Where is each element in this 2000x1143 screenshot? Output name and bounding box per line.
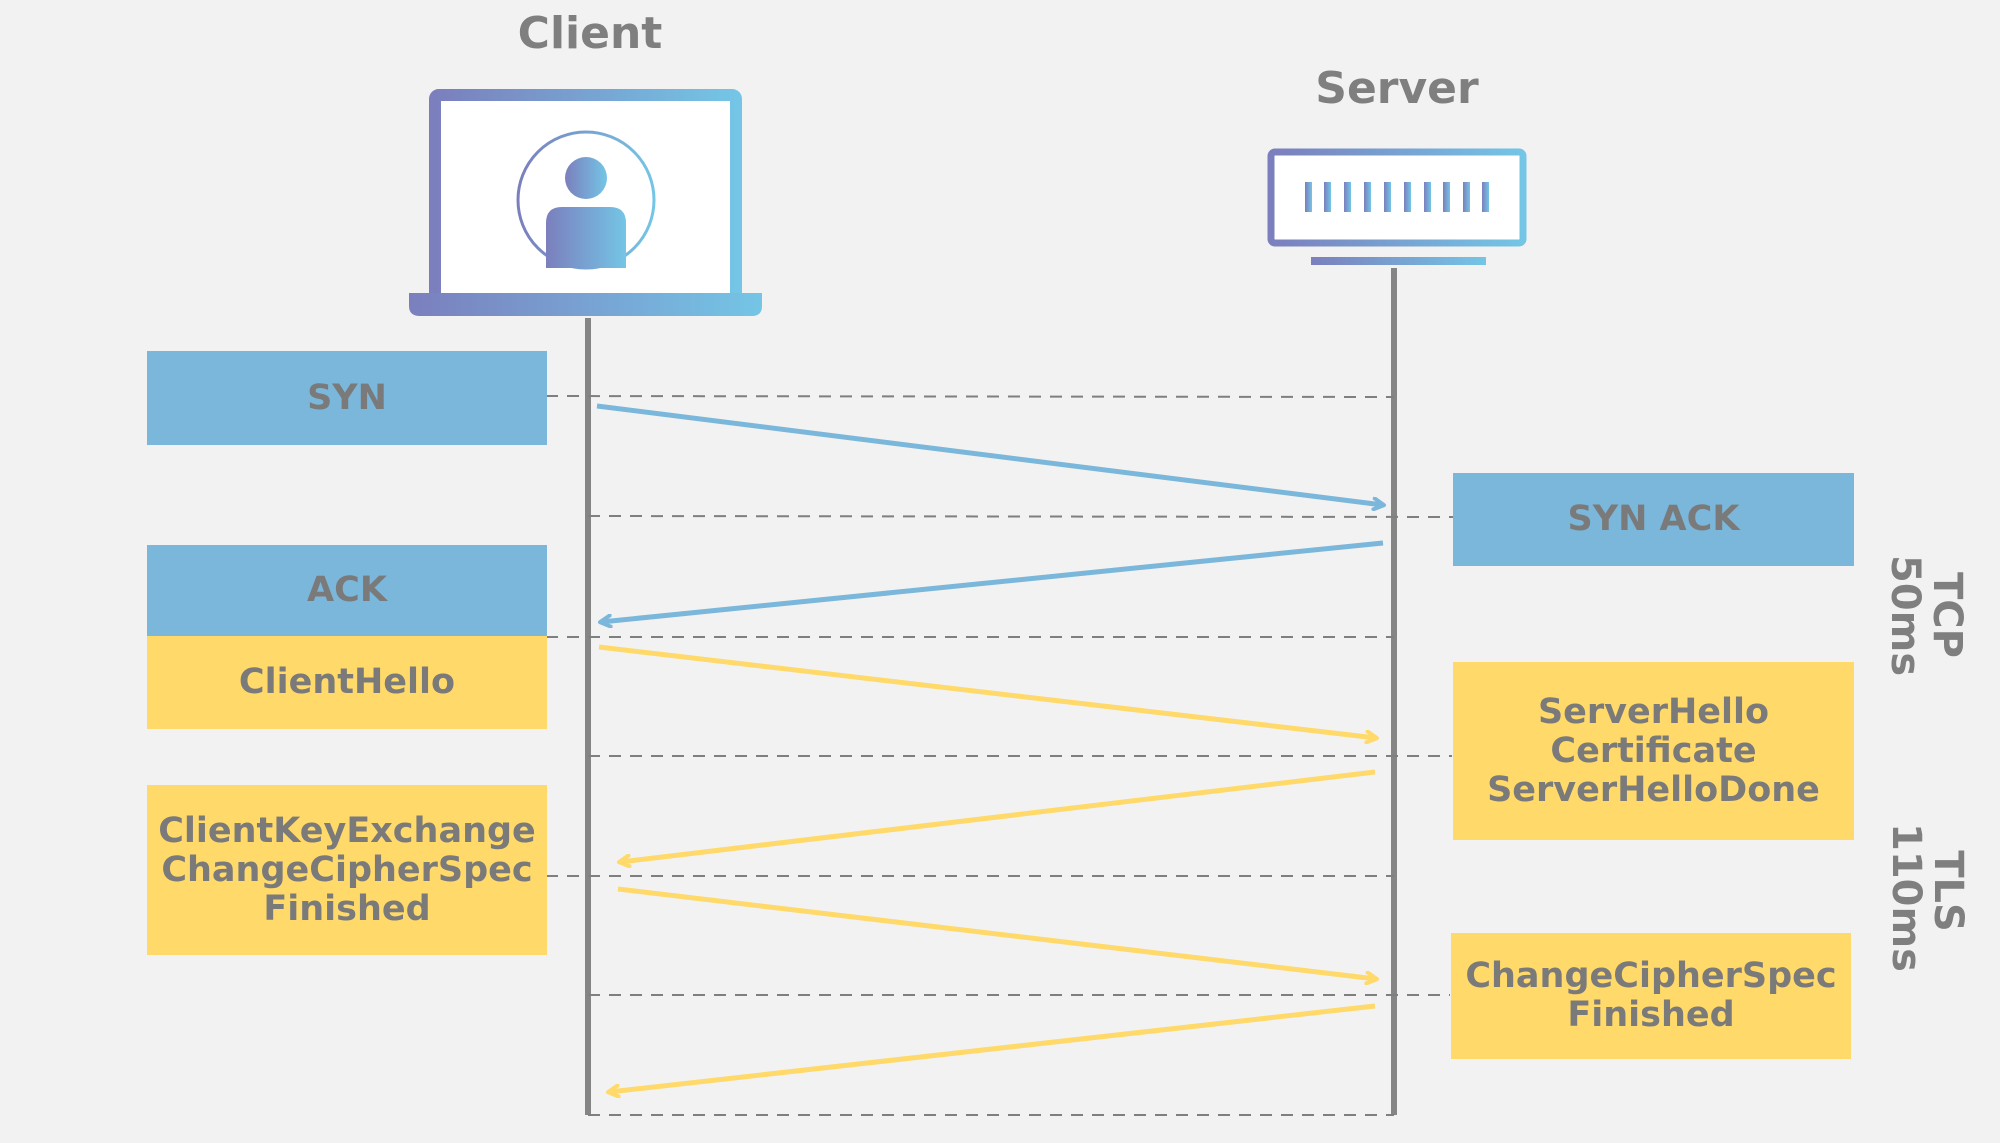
server-finished-box: ChangeCipherSpec Finished	[1451, 933, 1851, 1059]
guide-lines	[545, 395, 1454, 1116]
arrow-server-finished	[609, 1003, 1376, 1092]
tls-duration: 110ms	[1883, 823, 1929, 972]
server-hello-label: ServerHello	[1537, 691, 1770, 732]
syn-ack-box: SYN ACK	[1453, 473, 1854, 566]
certificate-label: Certificate	[1550, 730, 1757, 771]
tls-phase-label: TLS 110ms	[1879, 823, 1971, 972]
client-finished-label: Finished	[263, 888, 431, 929]
server-icon	[1267, 148, 1527, 265]
client-key-exchange-box: ClientKeyExchange ChangeCipherSpec Finis…	[147, 785, 547, 955]
arrow-syn-ack	[601, 540, 1384, 622]
client-hello-box: ClientHello	[147, 636, 547, 729]
arrow-syn	[596, 403, 1383, 505]
server-hello-box: ServerHello Certificate ServerHelloDone	[1453, 662, 1854, 840]
arrow-client-hello	[598, 644, 1376, 738]
client-title: Client	[517, 8, 663, 59]
syn-ack-label: SYN ACK	[1567, 499, 1740, 539]
tcp-phase-label: TCP 50ms	[1878, 555, 1970, 677]
arrow-server-hello	[620, 769, 1376, 862]
tls-label: TLS	[1925, 850, 1971, 932]
tcp-duration: 50ms	[1882, 555, 1928, 677]
ack-label: ACK	[307, 570, 387, 610]
laptop-user-icon	[409, 89, 762, 316]
client-change-cipher-spec-label: ChangeCipherSpec	[161, 849, 533, 890]
syn-label: SYN	[307, 377, 387, 418]
server-title: Server	[1315, 63, 1479, 114]
client-hello-label: ClientHello	[238, 662, 456, 702]
ack-box: ACK	[147, 545, 547, 636]
server-hello-done-label: ServerHelloDone	[1487, 769, 1820, 810]
server-change-cipher-spec-label: ChangeCipherSpec	[1465, 956, 1837, 996]
syn-box: SYN	[147, 351, 547, 445]
tcp-label: TCP	[1924, 572, 1970, 658]
server-finished-label: Finished	[1567, 995, 1735, 1035]
client-key-exchange-label: ClientKeyExchange	[158, 810, 536, 851]
arrow-client-key-exchange	[617, 886, 1376, 979]
